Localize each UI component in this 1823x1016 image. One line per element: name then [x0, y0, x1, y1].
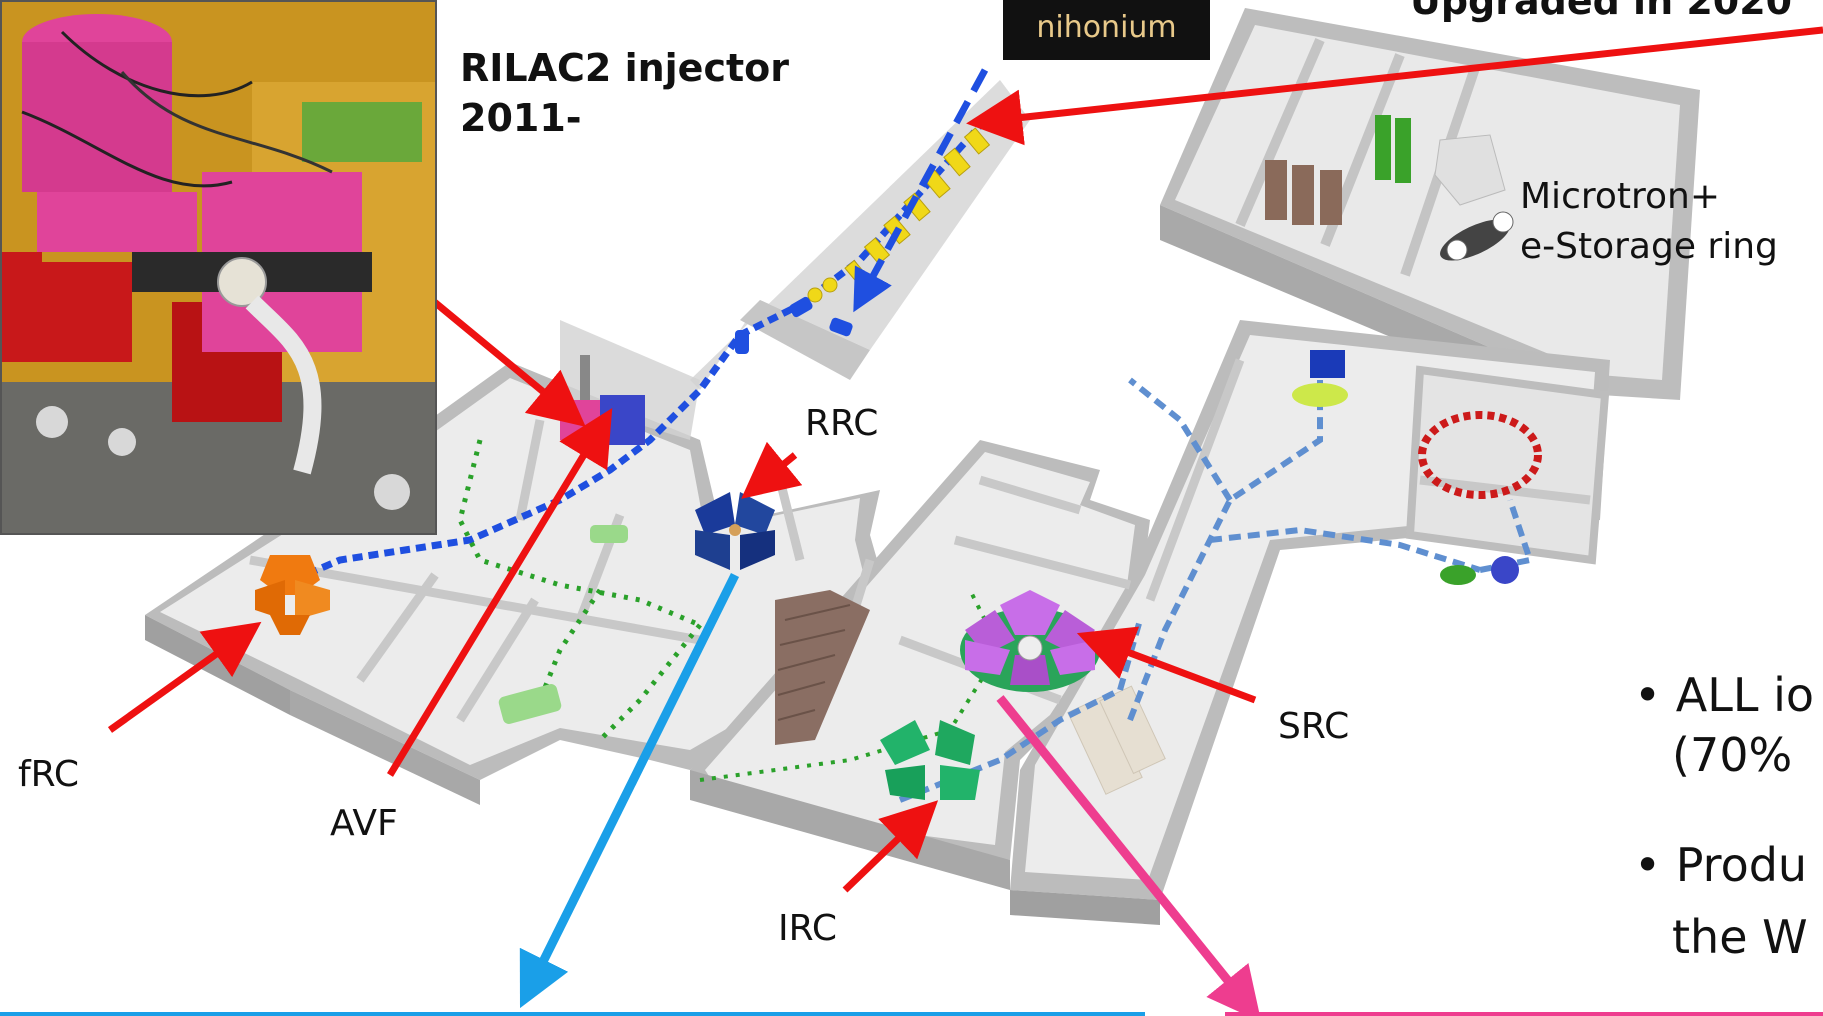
- avf-cyclotron: [498, 525, 628, 724]
- rilac2-photo: [0, 0, 437, 535]
- microtron-label-line2: e-Storage ring: [1520, 226, 1778, 267]
- linac-tunnel: [560, 80, 1030, 440]
- injector-label-line2: 2011-: [460, 96, 582, 140]
- bottom-pink-box-edge: [1225, 1012, 1823, 1016]
- microtron-label-line1: Microtron+: [1520, 176, 1721, 217]
- rrc-label: RRC: [805, 403, 879, 444]
- irc-label: IRC: [778, 908, 837, 949]
- bullet-2-line2: the W: [1672, 910, 1808, 964]
- microtron-magnets: [1265, 115, 1514, 261]
- injector-label-line1: RILAC2 injector: [460, 46, 789, 90]
- nihonium-badge: nihonium: [1003, 0, 1210, 60]
- frc-cyclotron: [255, 555, 330, 635]
- avf-label: AVF: [330, 803, 398, 844]
- bullet-1-line2: (70%: [1672, 728, 1793, 782]
- upgraded-label: Upgraded in 2020: [1410, 0, 1793, 23]
- irc-cyclotron: [880, 720, 980, 800]
- bullet-1-line1: • ALL io: [1634, 668, 1815, 722]
- pointer-arrows: [107, 26, 1823, 1016]
- src-label: SRC: [1278, 706, 1350, 747]
- src-cyclotron: [960, 590, 1100, 692]
- nihonium-beam-arrow: [853, 68, 989, 313]
- storage-ring: [1292, 350, 1542, 585]
- shielding-blocks: [775, 590, 870, 745]
- frc-label: fRC: [18, 754, 80, 795]
- rrc-cyclotron: [695, 492, 775, 570]
- bottom-blue-box-edge: [0, 1012, 1145, 1016]
- bullet-2-line1: • Produ: [1634, 838, 1808, 892]
